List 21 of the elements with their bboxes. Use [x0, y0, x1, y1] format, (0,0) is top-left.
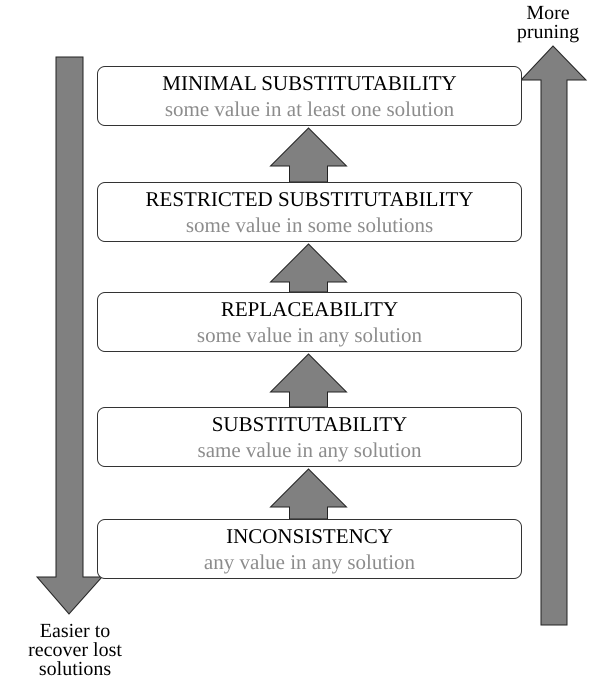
level-box	[97, 66, 522, 126]
level-title: RESTRICTED SUBSTITUTABILITY	[146, 186, 474, 212]
axis-label: More pruning	[516, 4, 580, 42]
block-arrow	[269, 243, 348, 292]
block-arrow	[269, 127, 348, 182]
level-title: INCONSISTENCY	[226, 523, 393, 549]
level-title: REPLACEABILITY	[220, 296, 398, 322]
level-box	[97, 519, 522, 579]
level-box	[97, 182, 522, 242]
level-title: SUBSTITUTABILITY	[212, 411, 408, 437]
block-arrow	[269, 353, 348, 408]
level-description: same value in any solution	[198, 437, 422, 463]
level-description: some value in any solution	[196, 322, 422, 348]
level-box	[97, 292, 522, 352]
level-description: some value in at least one solution	[164, 96, 454, 122]
axis-label: Easier to recover lost solutions	[27, 622, 123, 679]
level-title: MINIMAL SUBSTITUTABILITY	[162, 70, 457, 96]
level-box	[97, 407, 522, 467]
block-arrow	[269, 468, 348, 520]
level-description: any value in any solution	[204, 549, 416, 575]
level-description: some value in some solutions	[186, 212, 434, 238]
